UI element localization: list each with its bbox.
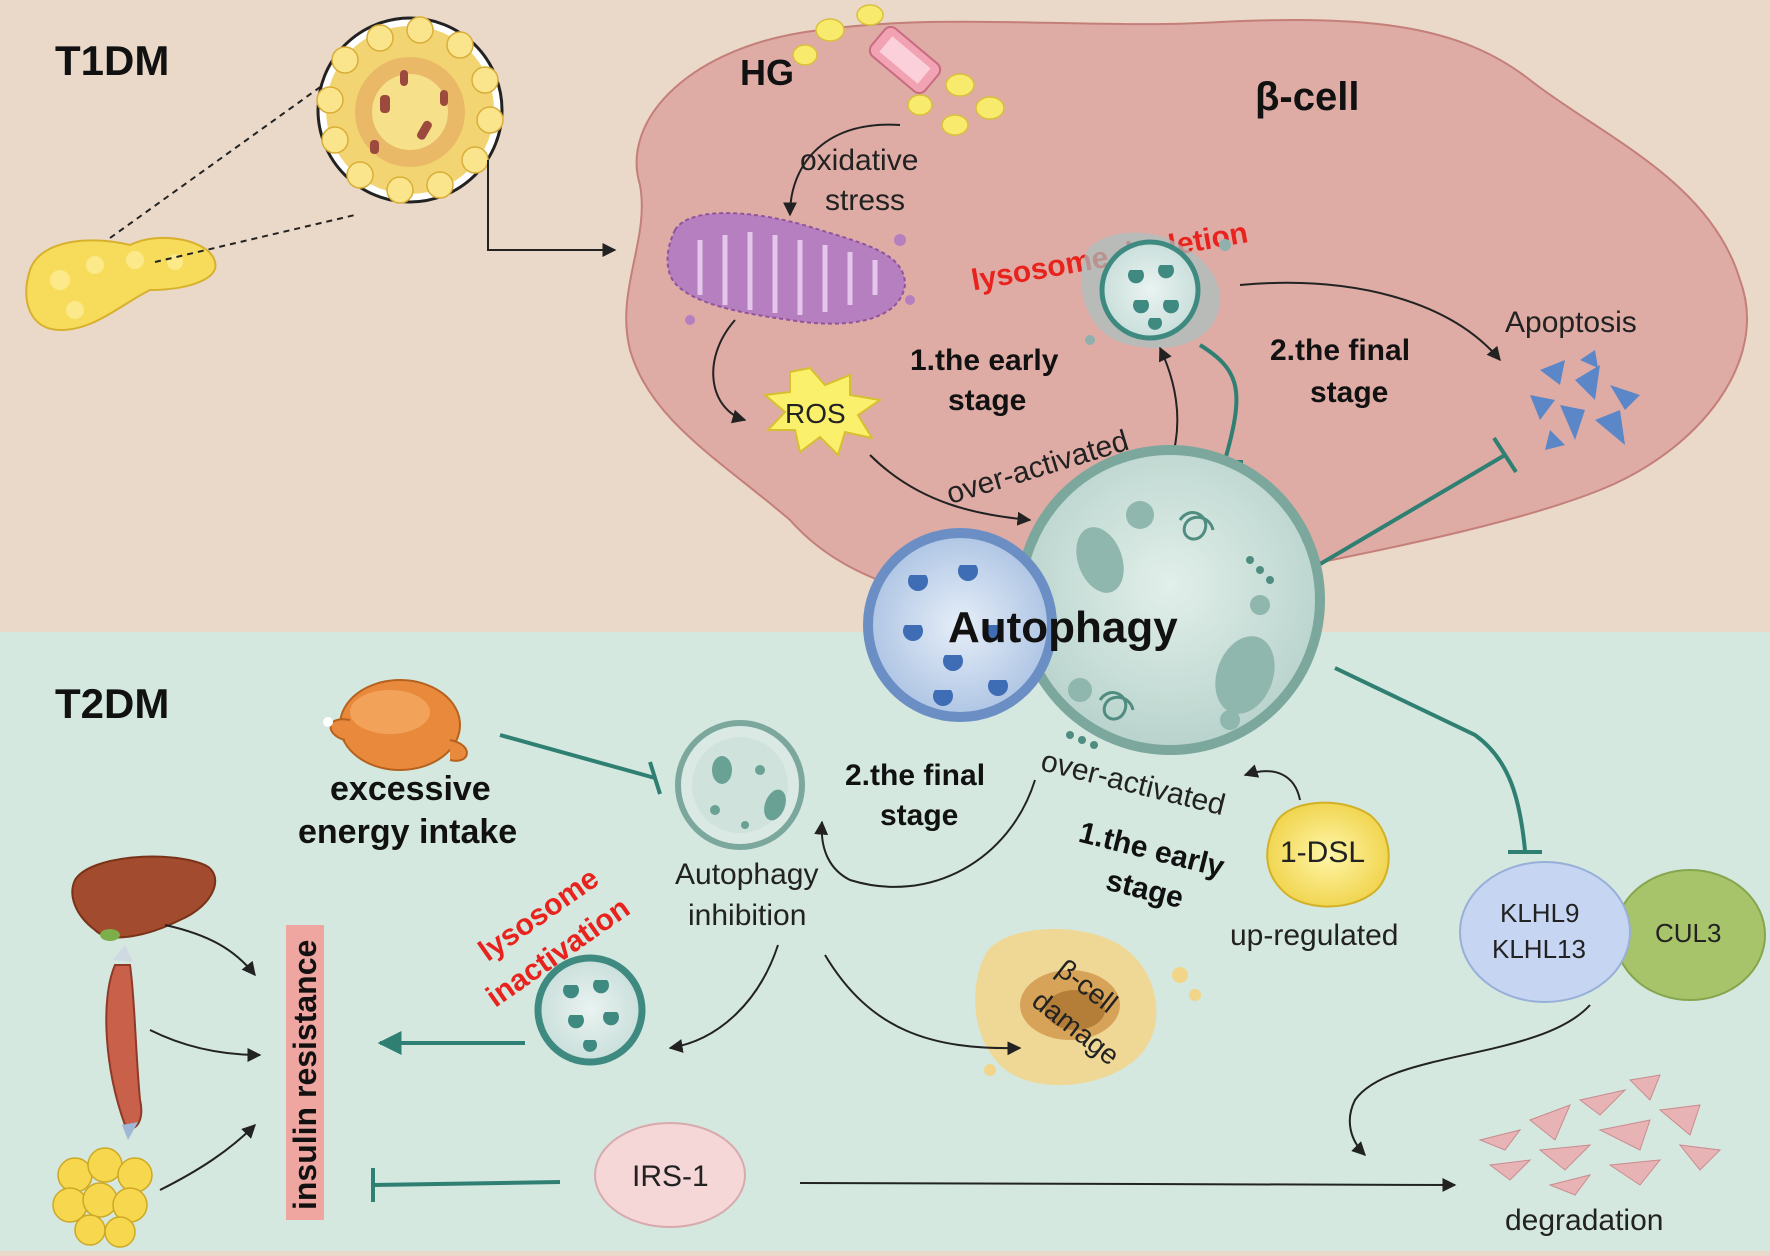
glucose-channel-icon [868, 25, 942, 95]
excessive-energy-label: excessive energy intake [298, 770, 517, 851]
lysosome-inhibits-autophagy [1198, 343, 1239, 461]
autophagy-to-inhibition-arrow [814, 779, 1036, 888]
apoptosis-inhibit-bar [1492, 436, 1518, 474]
depleted-lysosome-icon [1081, 232, 1231, 349]
t1dm-label: T1DM [55, 37, 169, 84]
glucose-molecules-icon [792, 4, 1005, 136]
insulin-resistance-box [286, 925, 324, 1220]
damaged-mitochondrion-icon [666, 212, 915, 325]
beta-cell-title: β-cell [1255, 75, 1359, 119]
apoptosis-fragments-icon [1530, 350, 1640, 450]
zoom-line-bottom [154, 214, 356, 263]
ros-to-autophagy-arrow [869, 454, 1032, 526]
energy-inhibits-autophagy [499, 733, 656, 780]
autophagy-inhibition-label: Autophagy inhibition [675, 858, 827, 932]
t2dm-label: T2DM [55, 680, 169, 727]
dsl-compound-icon [1266, 801, 1390, 908]
pancreas-icon [25, 236, 217, 332]
insulin-resistance-label: insulin resistance [287, 940, 323, 1210]
inhibition-to-lysosome-arrow [668, 944, 779, 1053]
autophagy-inhibits-klhl [1334, 666, 1527, 851]
inactive-lysosome-icon [534, 954, 646, 1066]
autophagy-inhibits-apoptosis [1308, 453, 1507, 572]
energy-inhibit-bar [648, 761, 662, 795]
up-regulated-label: up-regulated [1230, 919, 1398, 952]
mito-to-ros-arrow [712, 319, 747, 424]
irs1-to-degradation-arrow [799, 1177, 1457, 1192]
zoom-line-top [109, 79, 331, 239]
irs1-inhibits-insulin-resistance [374, 1180, 561, 1187]
hg-label: HG [740, 52, 794, 93]
roast-chicken-icon [323, 679, 468, 771]
t1-early-stage-label: 1.the early stage [910, 344, 1067, 417]
t2-final-stage-label: 2.the final stage [845, 759, 993, 832]
degradation-label: degradation [1505, 1204, 1663, 1237]
klhl-to-degradation-arrow [1348, 1004, 1591, 1156]
autophagosome-icon [863, 445, 1325, 755]
muscle-icon [105, 945, 143, 1140]
irs1-label: IRS-1 [632, 1160, 709, 1193]
islet-magnified-icon [316, 16, 504, 204]
inhibited-autophagosome-icon [675, 720, 805, 850]
dsl-to-autophagy-arrow [1243, 764, 1301, 801]
klhl13-label: KLHL13 [1492, 934, 1586, 964]
adipose-to-insulin-arrow [159, 1124, 256, 1191]
hg-to-mito-arrow [783, 123, 901, 217]
autophagy-title: Autophagy [948, 603, 1178, 652]
liver-to-insulin-arrow [164, 924, 256, 977]
klhl9-label: KLHL9 [1500, 898, 1580, 928]
adipose-tissue-icon [52, 1147, 153, 1248]
ros-label: ROS [785, 398, 846, 429]
t1-final-stage-label: 2.the final stage [1270, 334, 1418, 409]
liver-icon [71, 855, 217, 941]
ros-starburst-icon [762, 366, 883, 457]
irs1-ellipse [594, 1122, 746, 1228]
apoptosis-label: Apoptosis [1505, 306, 1637, 339]
klhl-ellipse [1459, 861, 1631, 1003]
cul3-label: CUL3 [1655, 918, 1721, 948]
degradation-fragments-icon [1478, 1074, 1722, 1196]
lysosome-to-apoptosis-arrow [1239, 281, 1501, 362]
islet-to-cell-arrow [487, 160, 617, 257]
oxidative-stress-label: oxidative stress [800, 144, 927, 217]
inhibition-to-damage-arrow [824, 954, 1022, 1056]
dsl-label: 1-DSL [1280, 836, 1365, 869]
muscle-to-insulin-arrow [149, 1029, 262, 1062]
